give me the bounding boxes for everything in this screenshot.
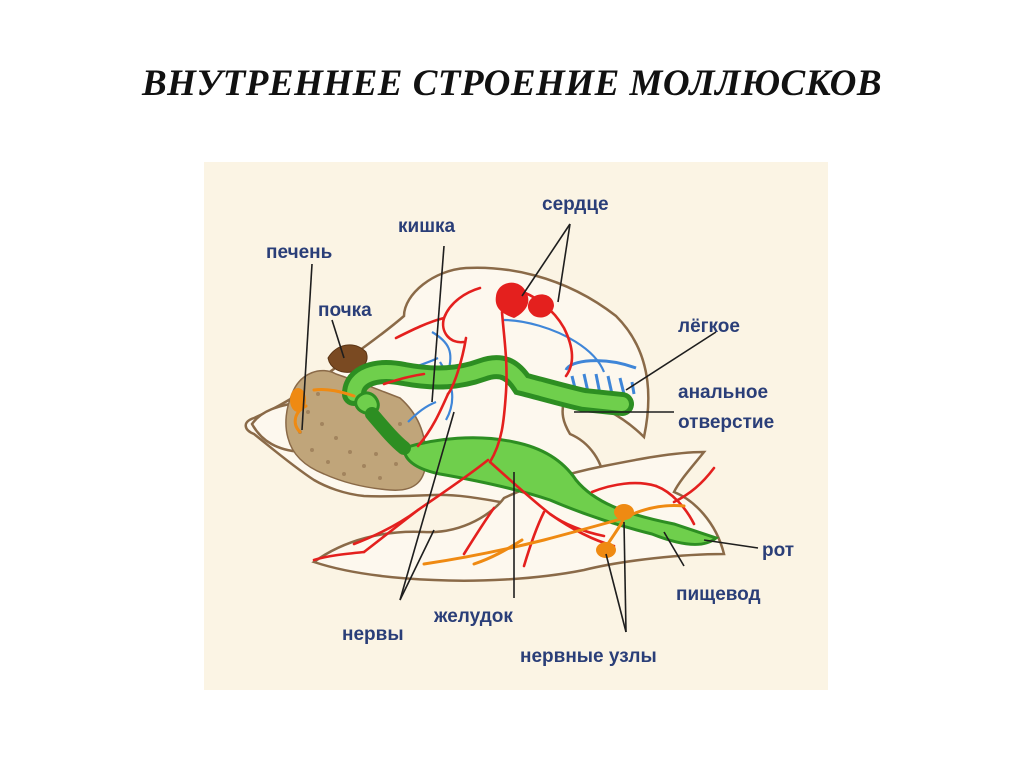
anus-label-line2: отверстие [678, 412, 774, 433]
stomach-label: желудок [433, 606, 513, 627]
ganglia-leader-2 [623, 521, 627, 633]
kidney-label: почка [318, 300, 372, 321]
esophagus-label: пищевод [676, 584, 761, 605]
heart-organ [495, 282, 554, 318]
mollusk-diagram: печень почка кишка сердце лёгкое анально… [204, 162, 828, 690]
liver-leader [301, 263, 313, 431]
ganglia-label: нервные узлы [520, 646, 657, 667]
lung-leader [625, 331, 717, 391]
lung-label: лёгкое [678, 316, 740, 337]
heart-label: сердце [542, 194, 609, 215]
kidney-leader [331, 319, 345, 359]
circulatory-system [312, 286, 716, 568]
liver-label: печень [266, 242, 332, 263]
mouth-label: рот [762, 540, 794, 561]
nerves-leader-2 [399, 529, 435, 601]
heart-leader-1 [521, 223, 571, 297]
anus-label-line1: анальное [678, 382, 768, 403]
ganglia-leader-1 [605, 553, 627, 633]
nerve-ganglia [290, 388, 634, 558]
nerves-label: нервы [342, 624, 404, 645]
intestine-leader [431, 245, 445, 403]
mouth-leader [703, 539, 759, 549]
liver-organ [285, 369, 427, 491]
heart-leader-2 [557, 223, 571, 303]
nerves-leader-1 [399, 411, 455, 601]
esophagus-leader [663, 531, 685, 567]
slide-title: ВНУТРЕННЕЕ СТРОЕНИЕ МОЛЛЮСКОВ [141, 63, 882, 104]
leader-lines [301, 223, 759, 633]
intestine-label: кишка [398, 216, 456, 237]
